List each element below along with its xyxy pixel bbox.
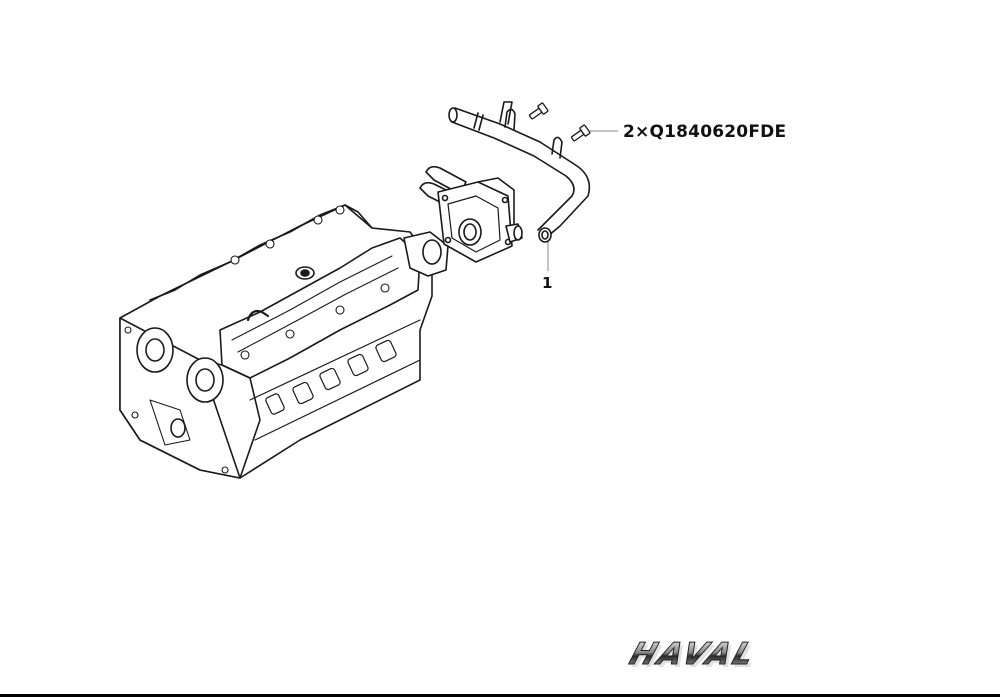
cylinder-head [119,204,449,479]
svg-text:HAVAL: HAVAL [628,640,764,675]
bolts [528,102,591,142]
bolt-icon [570,124,591,142]
bolt-icon [528,102,549,120]
svg-text:HAVAL: HAVAL [625,637,761,672]
item-number-callout: 1 [542,274,553,292]
coolant-pipe [448,101,591,243]
brand-logo: HAVAL HAVAL [625,636,765,675]
bottom-rule [0,694,1000,697]
thermostat-housing [419,165,523,263]
leader-lines [547,130,618,271]
part-code-callout: 2×Q1840620FDE [623,122,787,142]
